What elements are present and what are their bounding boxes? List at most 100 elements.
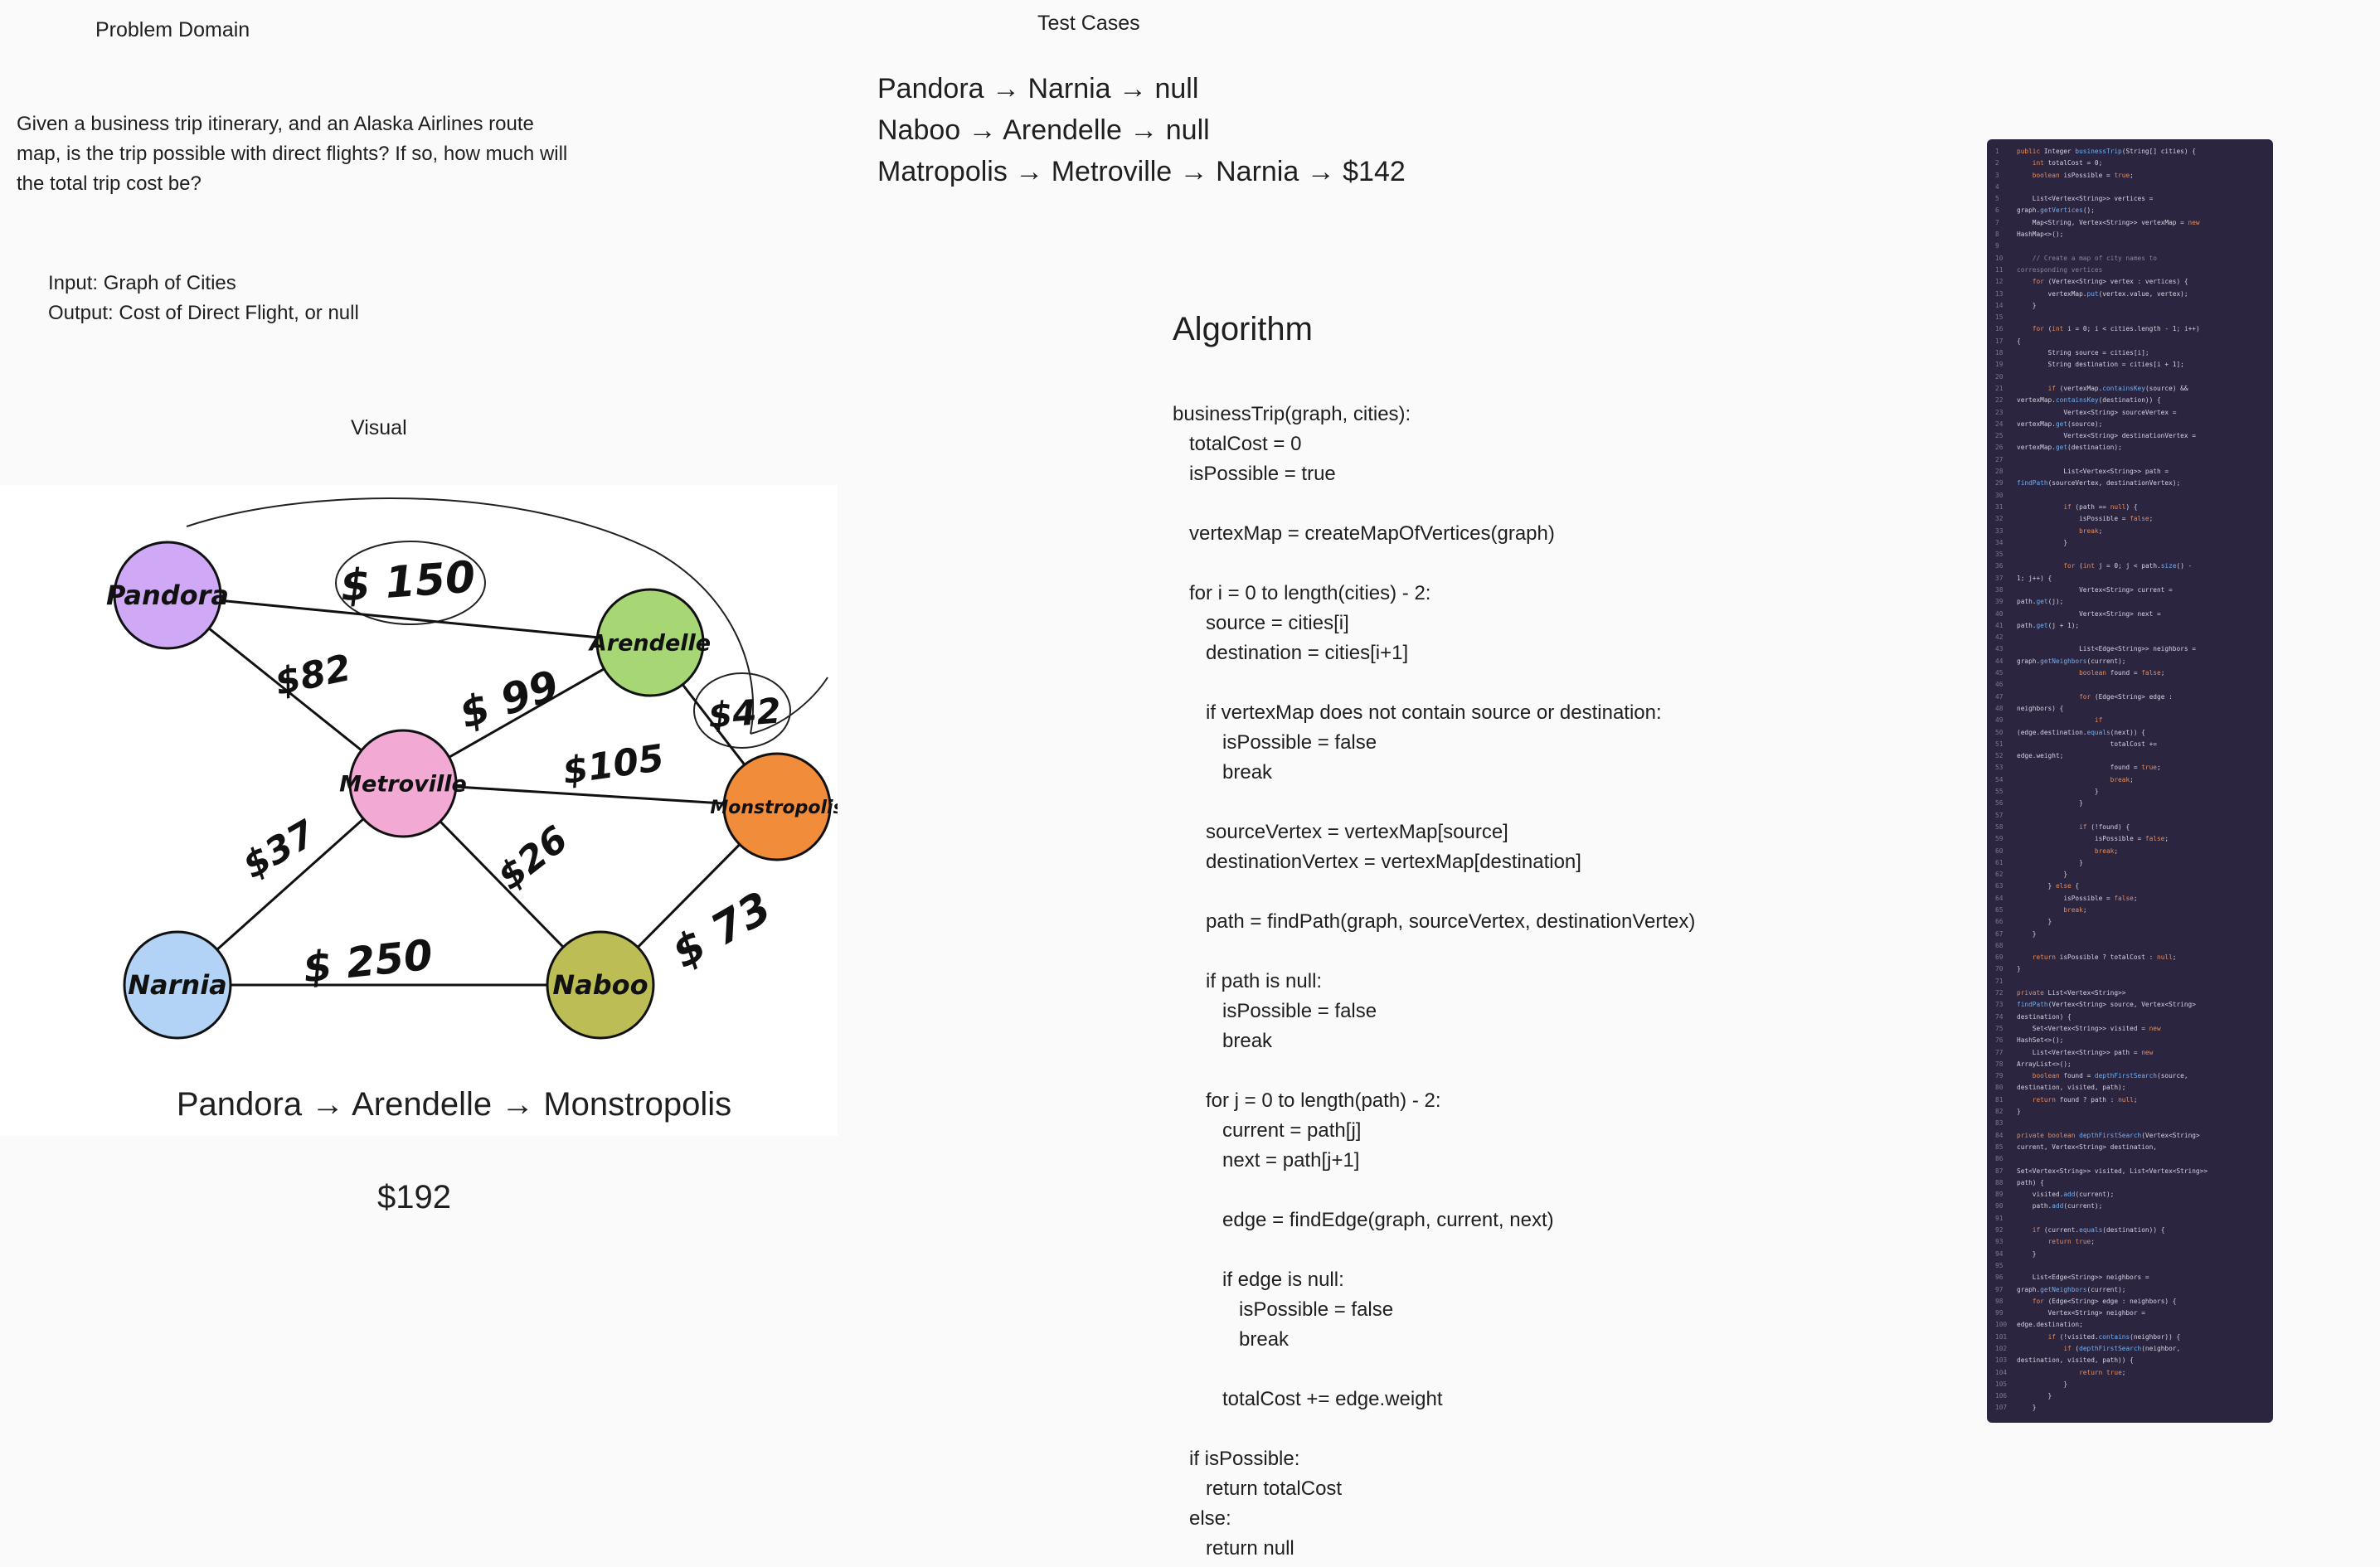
code-line: 71 [1995,977,2004,985]
algorithm-line: totalCost = 0 [1173,433,1302,455]
city-node-monstropolis: Monstropolis [710,752,844,861]
code-line: 68 [1995,941,2004,949]
algorithm-line [1173,1056,1695,1086]
code-line: 14 } [1995,301,2037,309]
code-line: 46 [1995,681,2004,689]
algorithm-line: isPossible = false [1173,731,1377,754]
code-line: 67 } [1995,929,2037,938]
visual-panel: $ 150$82$ 99$42$105$37$26$ 250$ 73 Pando… [0,485,844,1136]
problem-description: Given a business trip itinerary, and an … [17,113,568,195]
code-line: 59 isPossible = false; [1995,835,2169,843]
code-line: 106 } [1995,1392,2052,1400]
code-line: 20 [1995,372,2004,381]
city-circle [722,752,832,861]
code-line: 101 if (!visited.contains(neighbor)) { [1995,1332,2181,1341]
edge-cost-label: $ 250 [301,930,435,992]
code-line: 25 Vertex<String> destinationVertex = [1995,432,2196,440]
code-line: 40 Vertex<String> next = [1995,609,2161,618]
code-line: 64 isPossible = false; [1995,894,2138,902]
code-line: 10 // Create a map of city names to [1995,254,2157,262]
code-line: 79 boolean found = depthFirstSearch(sour… [1995,1072,2188,1080]
code-line: 75 Set<Vertex<String>> visited = new [1995,1024,2161,1032]
code-line: 69 return isPossible ? totalCost : null; [1995,953,2177,962]
algorithm-line [1173,549,1695,579]
code-line: 18 String source = cities[i]; [1995,349,2149,357]
edge-cost-label: $105 [560,737,666,793]
code-line: 50(edge.destination.equals(next)) { [1995,728,2145,736]
algorithm-line: for i = 0 to length(cities) - 2: [1173,582,1431,604]
algorithm-line: else: [1173,1507,1231,1530]
hand-drawn-tail [750,677,828,735]
city-node-metroville: Metroville [339,729,467,838]
city-circle [348,729,458,838]
city-node-naboo: Naboo [546,930,655,1040]
code-line: 63 } else { [1995,882,2080,890]
code-line: 81 return found ? path : null; [1995,1095,2138,1104]
code-line: 7 Map<String, Vertex<String>> vertexMap … [1995,218,2200,226]
code-line: 15 [1995,313,2004,322]
code-line: 65 break; [1995,906,2087,914]
edge-cost-label: $42 [707,691,782,736]
visual-heading: Visual [351,416,407,439]
code-line: 19 String destination = cities[i + 1]; [1995,361,2184,369]
algorithm-line: if path is null: [1173,970,1323,992]
city-node-narnia: Narnia [123,930,232,1040]
code-line: 35 [1995,551,2004,559]
algorithm-line: next = path[j+1] [1173,1149,1360,1172]
code-line: 99 Vertex<String> neighbor = [1995,1309,2145,1317]
city-label: Narnia [128,969,227,1001]
test-case: Naboo → Arendelle → null [877,114,1210,146]
io-block: Input: Graph of Cities Output: Cost of D… [48,269,363,328]
code-line: 91 [1995,1214,2004,1222]
algorithm-line [1173,668,1695,698]
code-line: 16 for (int i = 0; i < cities.length - 1… [1995,325,2200,333]
code-line: 51 totalCost += [1995,740,2157,748]
code-line: 95 [1995,1261,2004,1269]
price-circle [335,541,486,625]
code-line: 55 } [1995,788,2099,796]
city-label: Naboo [552,969,648,1001]
algorithm-line: destinationVertex = vertexMap[destinatio… [1173,851,1581,873]
city-circle [546,930,655,1040]
code-line: 33 break; [1995,526,2103,535]
code-line: 107 } [1995,1404,2037,1412]
city-node-arendelle: Arendelle [588,588,711,697]
algorithm-line: isPossible = false [1173,1298,1394,1321]
code-line: 5 List<Vertex<String>> vertices = [1995,195,2154,203]
code-line: 61 } [1995,858,2083,866]
code-line: 86 [1995,1155,2004,1163]
code-line: 54 break; [1995,775,2134,784]
code-line: 89 visited.add(current); [1995,1191,2115,1199]
price-circle [693,672,791,749]
algorithm-line [1173,1355,1695,1385]
code-line: 77 List<Vertex<String>> path = new [1995,1048,2154,1056]
edge-cost-label: $ 73 [664,883,780,978]
city-label: Pandora [106,580,229,611]
code-line: 2 int totalCost = 0; [1995,159,2103,167]
code-line: 98 for (Edge<String> edge : neighbors) { [1995,1297,2177,1305]
code-line: 83 [1995,1119,2004,1128]
code-line: 102 if (depthFirstSearch(neighbor, [1995,1344,2181,1352]
code-line: 28 List<Vertex<String>> path = [1995,468,2169,476]
city-label: Metroville [339,772,467,798]
algorithm-line: break [1173,1328,1290,1351]
code-line: 82} [1995,1108,2021,1116]
algorithm-line [1173,1176,1695,1206]
